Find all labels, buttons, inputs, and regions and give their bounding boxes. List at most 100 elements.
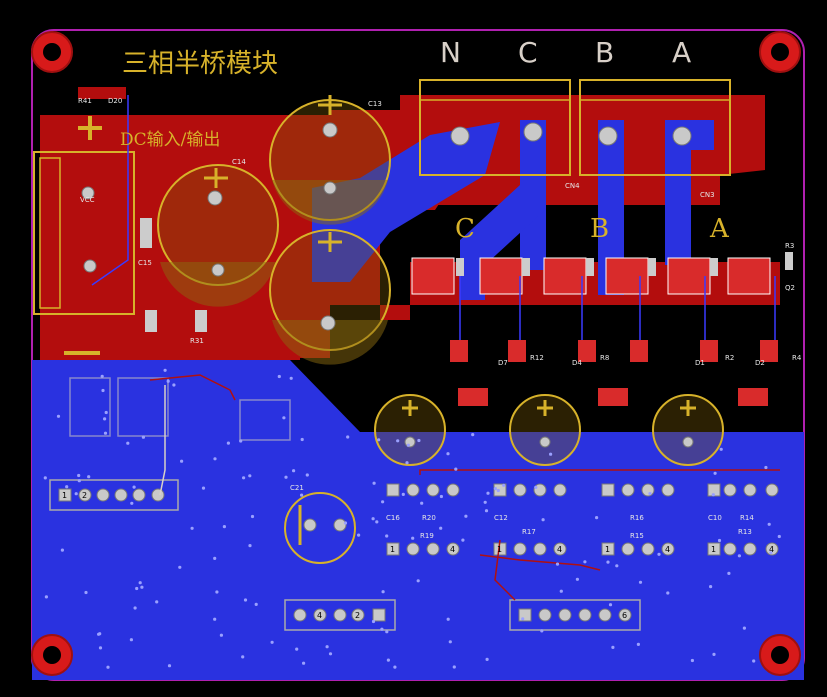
via [452, 665, 456, 669]
via [65, 485, 69, 489]
grp1-pin-1: 1 [390, 545, 395, 554]
via [74, 492, 78, 496]
phase-silk-a: A [709, 214, 730, 244]
via [380, 627, 384, 631]
via [420, 501, 424, 505]
ref-r16: R16 [630, 514, 644, 522]
via [219, 633, 223, 637]
via [385, 534, 389, 538]
via [77, 473, 81, 478]
via [328, 652, 333, 656]
ref-r15: R15 [630, 532, 644, 540]
via [396, 439, 400, 443]
via [101, 388, 105, 393]
ref-c21: C21 [290, 484, 304, 492]
left-header-pin-2: 2 [82, 491, 87, 500]
via [104, 410, 108, 415]
via [439, 526, 443, 530]
via [439, 494, 443, 499]
via [769, 551, 773, 555]
ref-c13: C13 [368, 100, 382, 108]
via [190, 526, 194, 530]
grp2-pin-1: 1 [497, 545, 502, 554]
dc-io-label: DC输入/输出 [120, 130, 220, 150]
designator-labels: R41 D20 R31 C13 C14 C15 C21 CN3 CN4 R3 Q… [78, 97, 802, 540]
via [742, 626, 747, 630]
via [277, 374, 281, 379]
ref-r12: R12 [530, 354, 544, 362]
via [292, 469, 296, 473]
ref-d20: D20 [108, 97, 122, 105]
via [737, 554, 742, 558]
via [471, 433, 475, 437]
via [178, 565, 182, 569]
via [611, 645, 615, 650]
via [657, 552, 661, 556]
via [595, 516, 599, 520]
ref-d4: D4 [572, 359, 582, 367]
via [135, 586, 139, 591]
ref-vcc: VCC [80, 196, 95, 204]
via [282, 416, 286, 420]
via [133, 606, 137, 610]
mid-header-pin-4: 4 [317, 611, 322, 620]
via [302, 661, 306, 665]
via [289, 376, 293, 380]
via [559, 589, 563, 593]
ref-d2: D2 [755, 359, 765, 367]
via [43, 476, 47, 480]
phase-header-a: A [672, 36, 691, 69]
via [764, 465, 768, 470]
small-pads [140, 218, 793, 332]
board-title: 三相半桥模块 [122, 49, 278, 79]
via [464, 514, 468, 518]
left-header-pin-1: 1 [62, 491, 67, 500]
via [141, 435, 145, 439]
via [241, 655, 245, 659]
via [126, 441, 130, 445]
via [213, 556, 217, 561]
via [140, 585, 144, 589]
via [343, 521, 348, 525]
via [385, 630, 389, 634]
via [405, 461, 409, 465]
via [242, 476, 246, 480]
via [295, 647, 299, 651]
via [130, 501, 134, 505]
ref-r19: R19 [420, 532, 434, 540]
via [103, 431, 108, 435]
via [243, 598, 248, 602]
via [138, 581, 142, 585]
ref-cn3: CN3 [700, 191, 715, 199]
via [325, 645, 329, 649]
via [417, 438, 421, 443]
ref-r2: R2 [725, 354, 734, 362]
via [60, 548, 64, 552]
via [163, 368, 167, 372]
grp4-pin-4: 4 [769, 545, 774, 554]
via [44, 595, 49, 599]
ref-r31: R31 [190, 337, 204, 345]
via [719, 447, 723, 451]
via [727, 571, 731, 576]
via [98, 646, 103, 650]
via [541, 518, 545, 522]
via [521, 617, 525, 621]
grp3-pin-4: 4 [665, 545, 670, 554]
ref-c12: C12 [494, 514, 508, 522]
optocoupler-pads [386, 483, 779, 556]
via [77, 479, 81, 483]
grp1-pin-4: 4 [450, 545, 455, 554]
via [713, 471, 717, 475]
via [485, 657, 489, 662]
phase-header-b: B [595, 36, 614, 69]
via [648, 492, 652, 496]
via [371, 619, 376, 624]
mosfet-row [411, 257, 771, 295]
via [608, 603, 613, 607]
right-header-pin-6: 6 [622, 611, 627, 620]
via [103, 417, 107, 421]
via [129, 638, 133, 642]
via [381, 590, 385, 594]
